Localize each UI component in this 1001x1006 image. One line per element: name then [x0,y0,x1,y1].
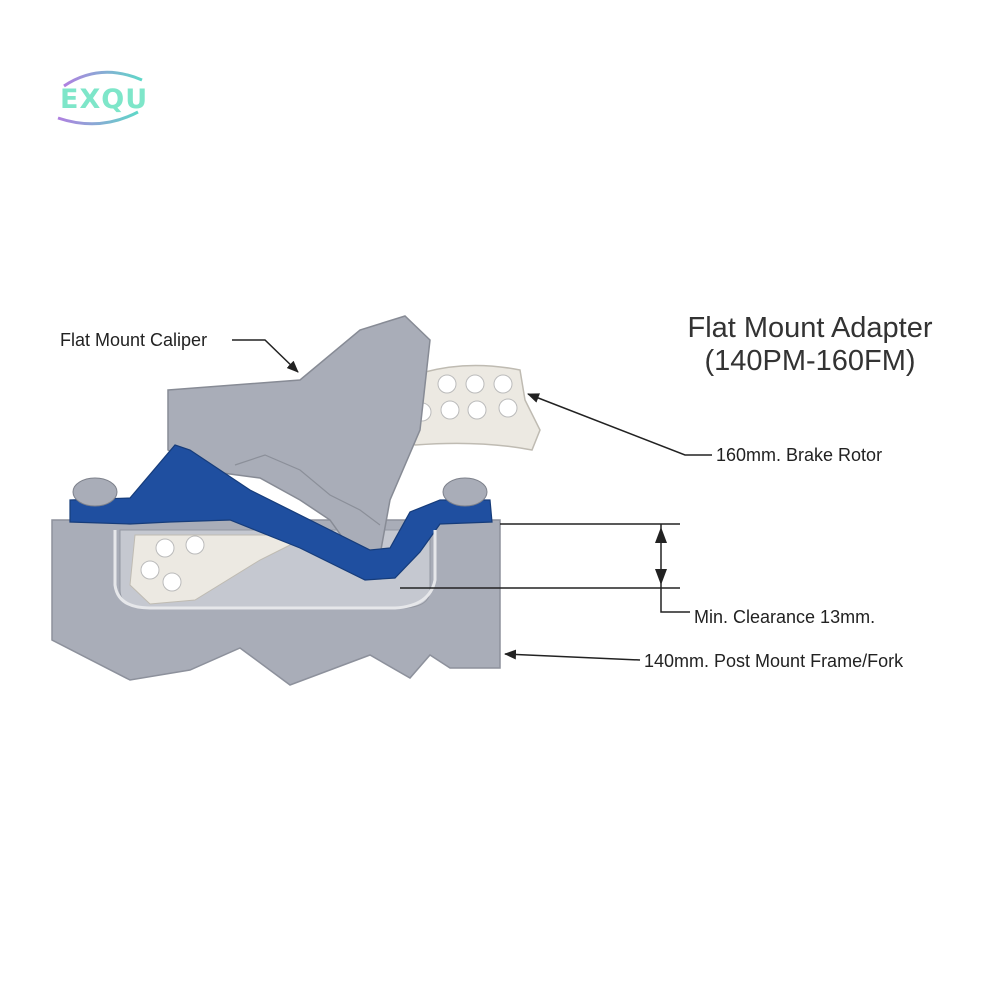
frame-label: 140mm. Post Mount Frame/Fork [644,651,904,671]
clearance-dimension [400,523,690,613]
rotor-label: 160mm. Brake Rotor [716,445,883,465]
title-line-1: Flat Mount Adapter [687,312,933,344]
frame-leader [504,649,641,661]
diagram-title: Flat Mount Adapter (140PM-160FM) [640,312,980,378]
flat-mount-adapter [69,444,493,581]
caliper-label: Flat Mount Caliper [60,330,208,350]
caliper-leader [232,339,299,373]
frame-edge-line [113,530,437,610]
logo-text: EXQU [60,84,149,115]
clearance-label: Min. Clearance 13mm. [694,607,876,627]
title-line-2: (140PM-160FM) [704,345,916,377]
rotor-leader [527,393,712,456]
logo-mark [57,70,143,126]
